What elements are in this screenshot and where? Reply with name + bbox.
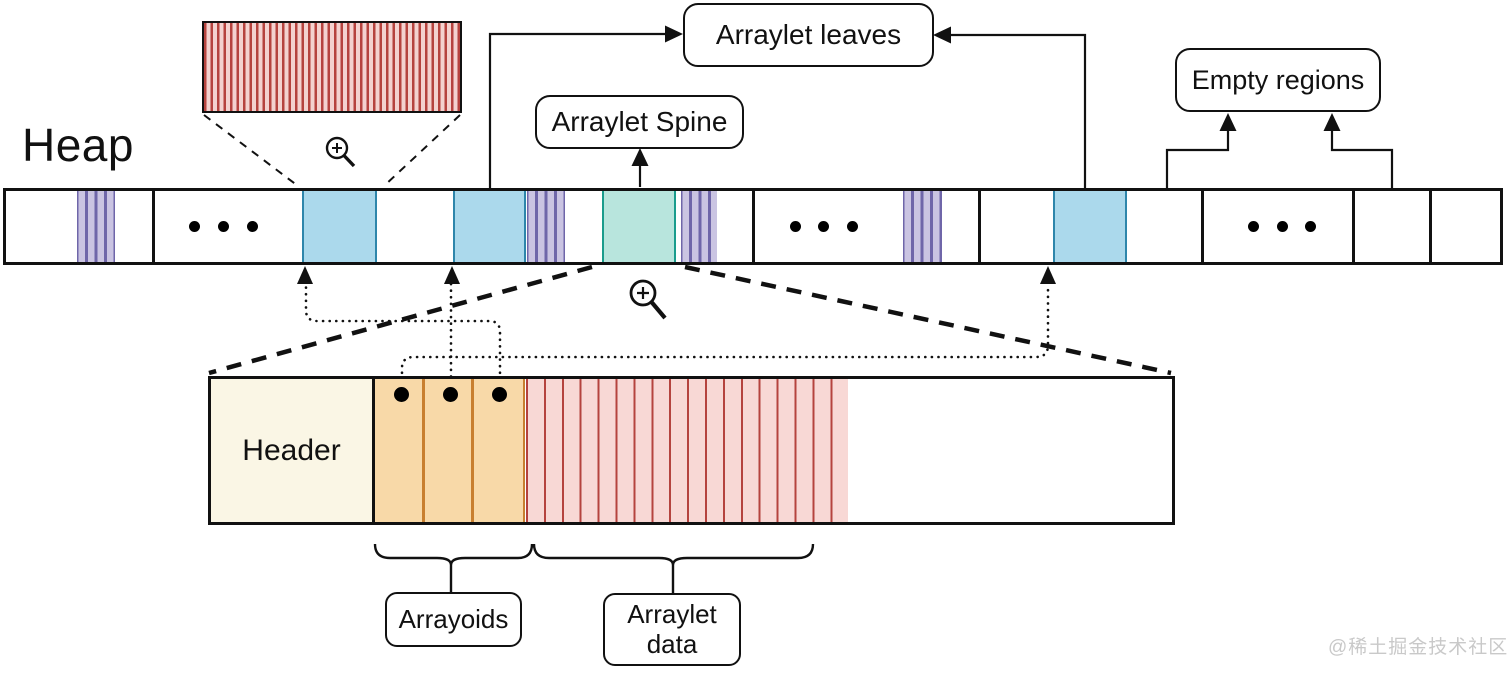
- magnifier-icon: [629, 279, 667, 320]
- region-metadata-stripes: [527, 191, 565, 262]
- zoom-rays-bottom: [208, 264, 1172, 376]
- arraylet-data-cell: [525, 379, 848, 522]
- arraylet-leaves-label: Arraylet leaves: [683, 3, 934, 67]
- ellipsis-dot: [1248, 221, 1259, 232]
- pointer-arrowhead: [444, 266, 460, 284]
- magnified-leaf-box: [202, 21, 462, 113]
- arraylet-leaf-region: [302, 191, 377, 262]
- arraylet-spine-text: Arraylet Spine: [551, 106, 728, 138]
- arraylet-leaves-right-connector: [950, 33, 1087, 189]
- region-boundary: [152, 191, 155, 262]
- heap-bar: [3, 188, 1503, 265]
- arraylet-data-text: Arraylet data: [627, 600, 717, 658]
- pointer-arrowhead: [297, 266, 313, 284]
- ellipsis-dot: [847, 221, 858, 232]
- arrayoid-pointer-dot: [443, 387, 458, 402]
- arrayoid-divider: [422, 379, 425, 522]
- arraylet-leaves-text: Arraylet leaves: [715, 19, 902, 51]
- region-metadata-stripes: [681, 191, 717, 262]
- empty-regions-left-connector: [1165, 130, 1230, 189]
- arrowhead-up: [1323, 113, 1341, 131]
- region-boundary: [978, 191, 981, 262]
- arraylet-leaf-region: [1053, 191, 1127, 262]
- region-boundary: [752, 191, 755, 262]
- arraylet-spine-label: Arraylet Spine: [535, 95, 744, 149]
- arrayoid-pointer-dot: [394, 387, 409, 402]
- region-boundary: [1201, 191, 1204, 262]
- ellipsis-dot: [247, 221, 258, 232]
- arrayoid-pointer-routes: [304, 282, 1050, 388]
- zoom-rays-top: [203, 114, 461, 187]
- heap-title: Heap: [22, 119, 134, 171]
- arraylet-data-label: Arraylet data: [603, 593, 741, 666]
- ellipsis-dot: [790, 221, 801, 232]
- ellipsis-dot: [218, 221, 229, 232]
- arraylet-data-brace: [532, 543, 815, 593]
- empty-regions-right-connector: [1330, 130, 1394, 189]
- header-cell: Header: [211, 379, 375, 522]
- arrayoids-brace: [373, 543, 534, 592]
- ellipsis-dot: [1277, 221, 1288, 232]
- ellipsis-dot: [818, 221, 829, 232]
- header-text: Header: [242, 433, 341, 467]
- watermark: @稀土掘金技术社区: [1328, 637, 1509, 658]
- region-boundary: [1429, 191, 1432, 262]
- pointer-arrowhead: [1040, 266, 1056, 284]
- arrowhead-left: [933, 26, 951, 44]
- region-boundary: [1352, 191, 1355, 262]
- arrayoid-pointer-dot: [492, 387, 507, 402]
- region-metadata-stripes: [903, 191, 942, 262]
- region-metadata-stripes: [77, 191, 115, 262]
- arrowhead-up: [631, 148, 649, 166]
- arrayoid-divider: [471, 379, 474, 522]
- arrayoid-cells: [375, 379, 525, 522]
- arrowhead-right: [665, 25, 683, 43]
- arraylet-data-line1: Arraylet: [627, 599, 717, 630]
- ellipsis-dot: [189, 221, 200, 232]
- arrowhead-up: [1219, 113, 1237, 131]
- magnifier-icon: [325, 136, 356, 168]
- ellipsis-dot: [1305, 221, 1316, 232]
- arrayoids-text: Arrayoids: [398, 603, 509, 634]
- arraylet-spine-region: [602, 191, 676, 262]
- empty-regions-label: Empty regions: [1175, 48, 1381, 112]
- arraylet-data-line2: data: [646, 628, 698, 659]
- empty-regions-text: Empty regions: [1191, 64, 1365, 95]
- arraylet-leaf-region: [453, 191, 526, 262]
- arrayoids-label: Arrayoids: [385, 592, 522, 647]
- spine-region-detail-box: Header: [208, 376, 1175, 525]
